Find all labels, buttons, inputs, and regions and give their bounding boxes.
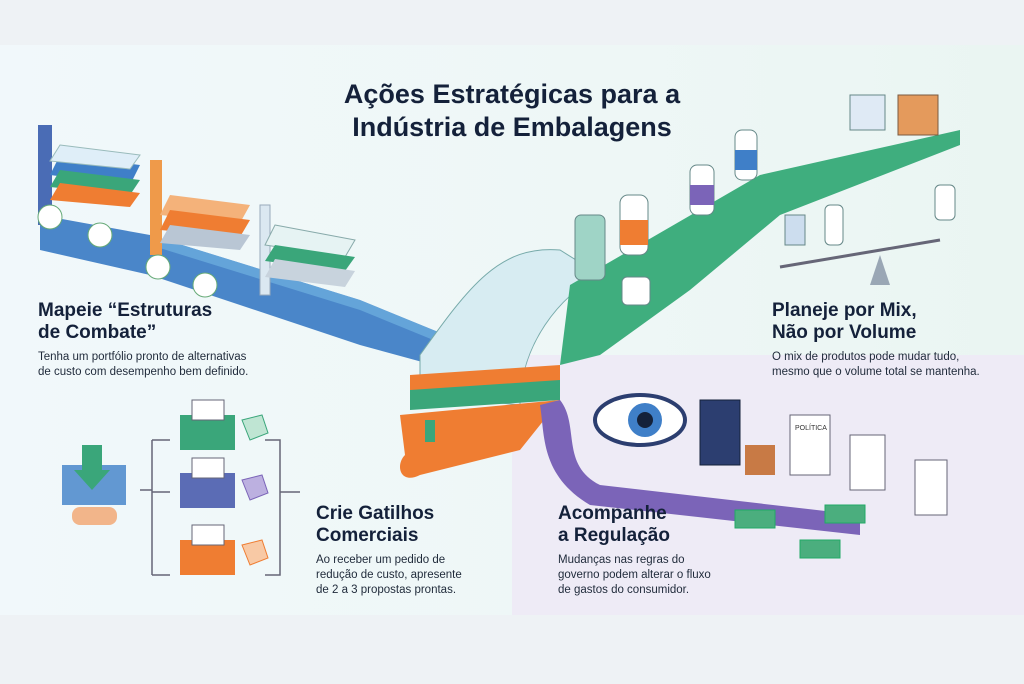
document-icon [849,434,886,491]
handshake-download-icon [62,445,126,525]
eye-icon [593,393,687,447]
down-arrow-icon [425,420,435,442]
layers-icon [37,204,63,230]
folder-green-icon [180,399,235,450]
tag-orange-icon [241,539,269,566]
folder-blue-icon [180,457,235,508]
drop-icon [87,222,113,248]
layer-stack-1-icon [38,125,141,225]
section-text: Tenha um portfólio pronto de alternativa… [38,351,249,378]
page-title: Ações Estratégicas para a Indústria de E… [0,78,1024,144]
money-icon [734,504,866,559]
flow-connectors [140,439,300,576]
purple-ribbon [540,400,860,535]
section-mix: Planeje por Mix,Não por Volume O mix de … [772,300,980,380]
tag-purple-icon [241,474,269,501]
copy-icon [145,254,171,280]
bottles-icon [574,94,939,306]
svg-text:POLÍTICA: POLÍTICA [795,423,827,432]
stamp-icon [745,445,775,475]
law-book-icon [699,399,741,466]
section-text: O mix de produtos pode mudar tudo,mesmo … [772,351,980,378]
green-ribbon [560,130,960,365]
infographic: POLÍTICA Ações Estratégicas para a Indús… [0,45,1024,615]
balance-scale-icon [779,184,956,285]
certificate-icon [914,459,948,516]
layers-icon-2 [192,272,218,298]
blue-ribbon [40,215,470,375]
illustration: POLÍTICA [37,94,960,576]
folder-orange-icon [180,524,235,575]
title-line-1: Ações Estratégicas para a [343,79,681,109]
orange-ribbon [400,400,560,478]
layer-stack-3-icon [259,204,356,296]
policy-document-icon: POLÍTICA [789,414,831,476]
title-line-2: Indústria de Embalagens [352,112,672,142]
layer-stack-2-icon [150,160,250,255]
section-heading: Planeje por Mix,Não por Volume [772,300,917,343]
tag-green-icon [241,414,269,441]
